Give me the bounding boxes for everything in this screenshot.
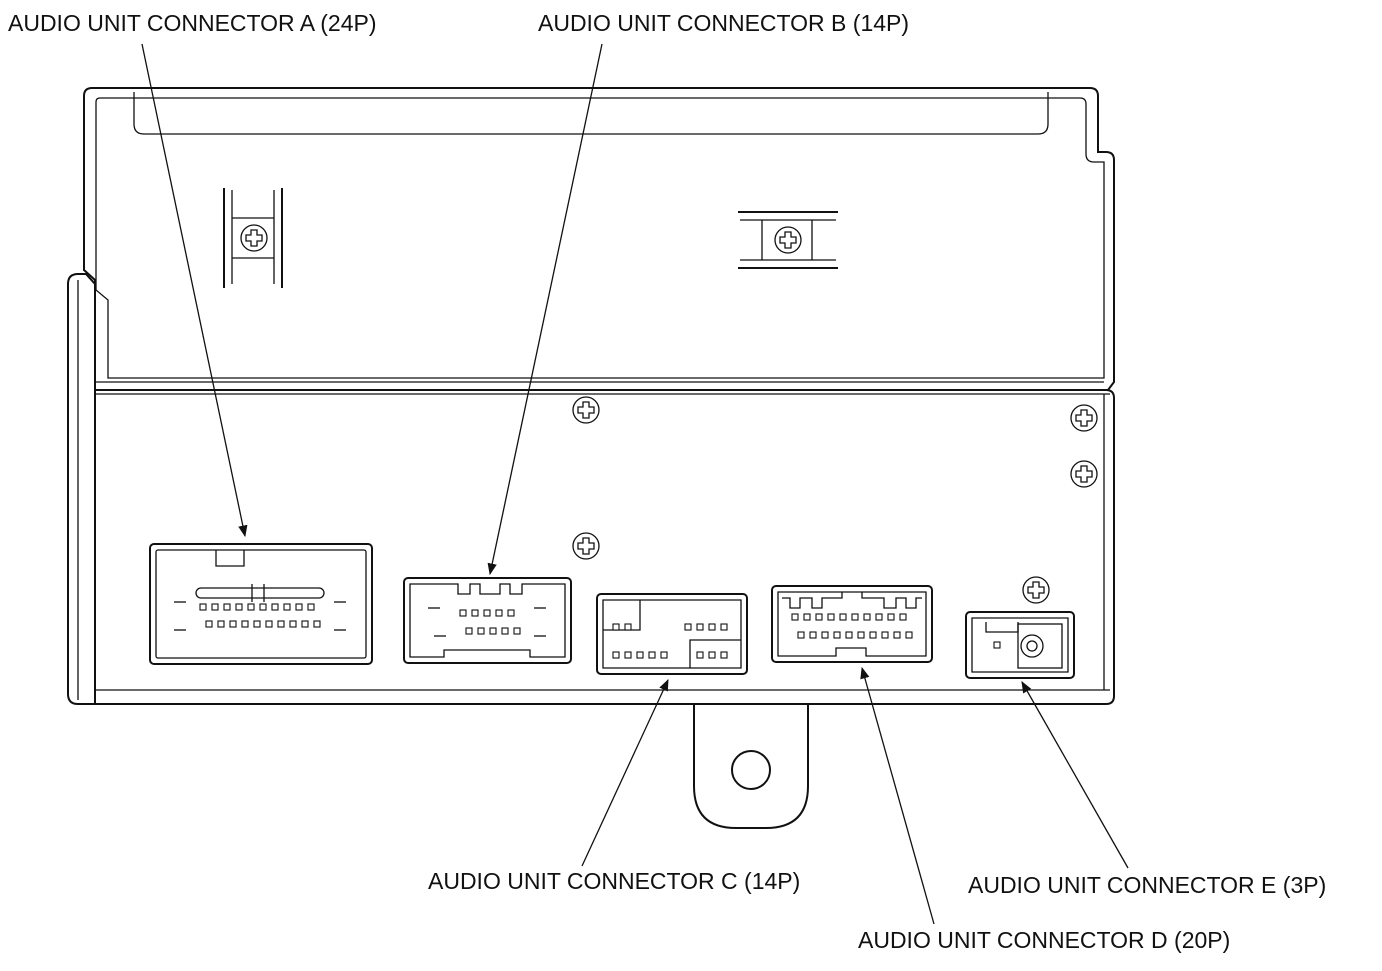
screw-top-left — [240, 224, 268, 252]
right-bracket — [738, 211, 838, 269]
screw-panel-right-2 — [1070, 460, 1098, 488]
label-connector-e: AUDIO UNIT CONNECTOR E (3P) — [968, 872, 1327, 898]
label-connector-d: AUDIO UNIT CONNECTOR D (20P) — [858, 927, 1231, 953]
leader-line-e — [1021, 680, 1129, 869]
left-bracket — [223, 188, 283, 288]
connector-a-pins-top — [199, 603, 315, 611]
connector-c — [596, 593, 748, 675]
connector-b — [403, 577, 572, 664]
top-cover — [83, 87, 1115, 391]
connector-a-pins-bottom — [205, 620, 321, 628]
screw-panel-right-1 — [1070, 404, 1098, 432]
label-connector-b: AUDIO UNIT CONNECTOR B (14P) — [538, 10, 910, 36]
leader-lines — [141, 43, 1129, 925]
mounting-tab — [693, 704, 809, 829]
screw-panel-mid — [572, 532, 600, 560]
label-connector-c: AUDIO UNIT CONNECTOR C (14P) — [428, 868, 801, 894]
connector-e — [965, 611, 1075, 679]
screw-panel-e — [1022, 576, 1050, 604]
rear-panel — [67, 273, 1115, 705]
connector-d — [771, 585, 933, 663]
screw-panel-top — [572, 396, 600, 424]
label-connector-a: AUDIO UNIT CONNECTOR A (24P) — [8, 10, 377, 36]
leader-line-b — [487, 43, 603, 576]
leader-line-c — [581, 678, 669, 867]
leader-line-a — [141, 43, 248, 538]
screw-top-right — [774, 226, 802, 254]
connector-a — [149, 543, 373, 665]
leader-line-d — [860, 666, 935, 925]
